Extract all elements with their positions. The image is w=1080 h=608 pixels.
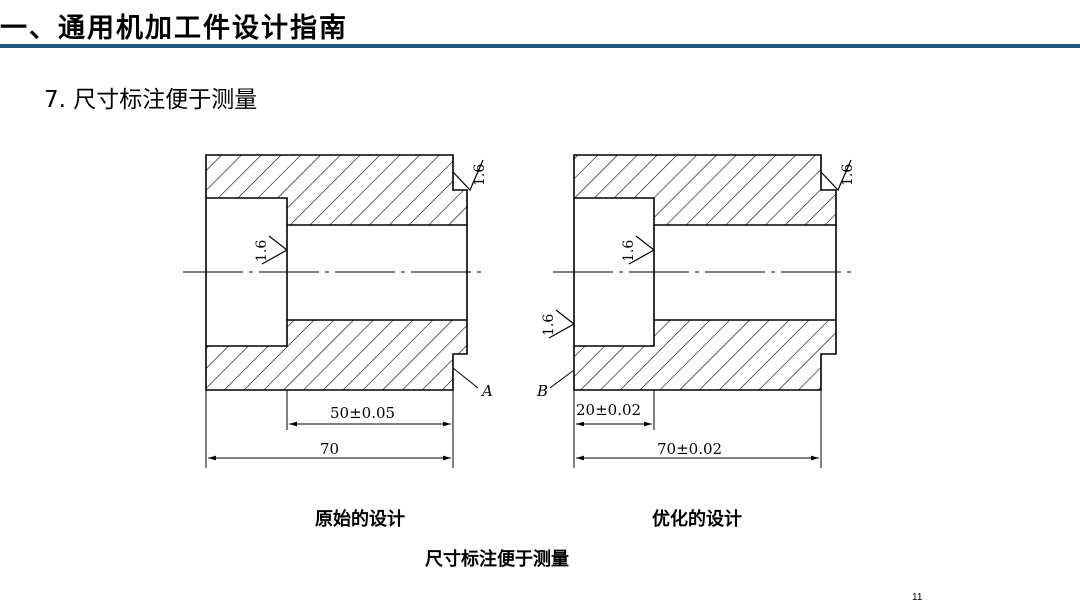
figure-caption: 尺寸标注便于测量	[425, 549, 569, 570]
section-title: 7. 尺寸标注便于测量	[44, 87, 258, 113]
left-dim-small: 50±0.05	[330, 404, 395, 422]
left-caption: 原始的设计	[315, 509, 405, 530]
header-title: 一、通用机加工件设计指南	[0, 13, 348, 44]
left-roughness-top: 1.6	[472, 164, 488, 186]
left-part	[183, 154, 485, 468]
right-dim-small: 20±0.02	[576, 401, 641, 419]
right-roughness-face: 1.6	[541, 314, 557, 336]
right-roughness-top: 1.6	[840, 164, 856, 186]
right-dim-total: 70±0.02	[657, 440, 722, 458]
right-roughness-bore: 1.6	[621, 240, 637, 262]
right-caption: 优化的设计	[652, 509, 742, 530]
right-part	[548, 154, 853, 468]
header-rule	[0, 44, 1080, 48]
left-dim-total: 70	[320, 440, 339, 458]
left-face-label: A	[480, 382, 493, 400]
left-roughness-bore: 1.6	[254, 240, 270, 262]
page-number: 11	[912, 592, 923, 603]
right-face-label: B	[536, 382, 548, 400]
